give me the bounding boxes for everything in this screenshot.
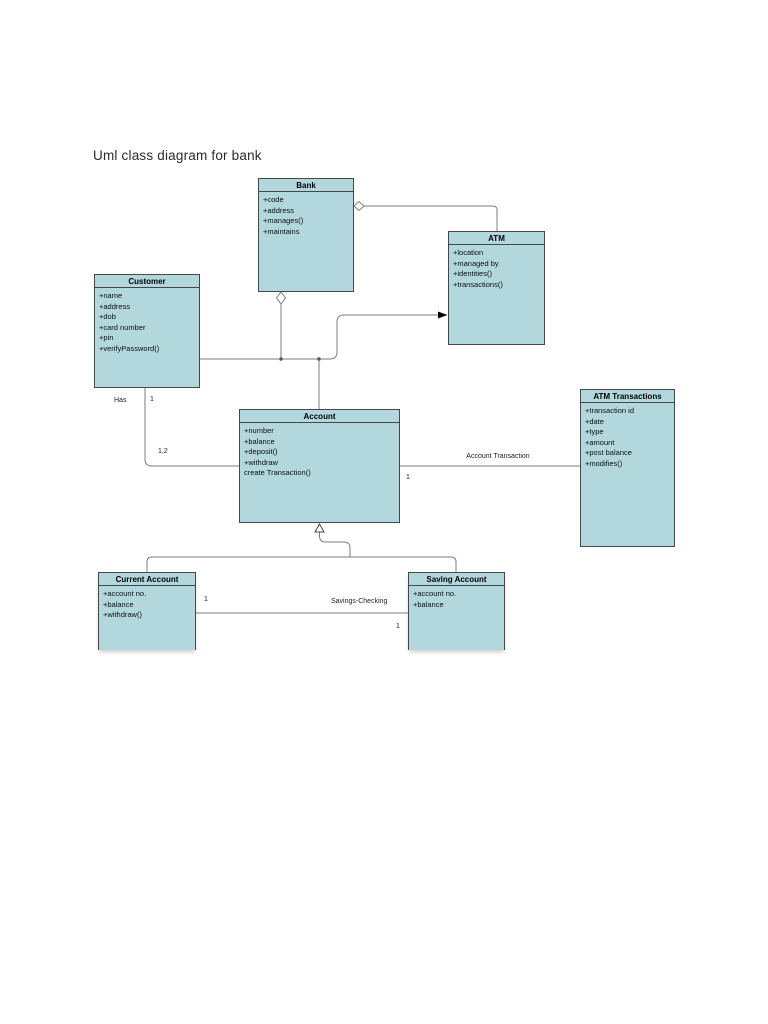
attribute: +type — [585, 427, 604, 437]
class-box-current-account: Current Account +account no. +balance +w… — [98, 572, 196, 650]
attribute: +transactions() — [453, 279, 503, 289]
attribute: +modifies() — [585, 458, 623, 468]
attribute: +number — [244, 426, 274, 435]
attribute: +dob — [99, 312, 116, 322]
attribute: +withdraw — [244, 457, 278, 467]
class-attributes: +number +balance +deposit() +withdraw cr… — [240, 423, 399, 479]
class-title: Account — [240, 410, 399, 423]
attribute: +account no. — [413, 589, 457, 598]
attribute: +transaction id — [585, 406, 634, 415]
junction-dot — [279, 357, 283, 361]
attribute: +balance — [413, 599, 444, 609]
attribute: +name — [99, 291, 123, 300]
attribute: +deposit() — [244, 447, 278, 457]
class-box-saving-account: Saving Account +account no. +balance — [408, 572, 505, 650]
attribute: +pin — [99, 333, 114, 343]
class-attributes: +code +address +manages() +maintains — [259, 192, 353, 237]
attribute: +post balance — [585, 448, 632, 458]
edge-bank-atm — [364, 205, 498, 231]
class-title: Customer — [95, 275, 199, 288]
attribute: +code — [263, 195, 284, 204]
attribute: +withdraw() — [103, 610, 142, 620]
attribute: +balance — [103, 599, 134, 609]
class-title: Saving Account — [409, 573, 504, 586]
edge-label-savings-checking: Savings-Checking — [331, 598, 388, 605]
attribute: +maintains — [263, 226, 300, 236]
attribute: +location — [453, 248, 484, 257]
attribute: +manages() — [263, 216, 304, 226]
edge-generalization-bus — [146, 556, 457, 572]
class-title: ATM — [449, 232, 544, 245]
aggregation-diamond-icon — [275, 291, 287, 305]
attribute: +card number — [99, 322, 146, 332]
attribute: +address — [99, 301, 131, 311]
attribute: +identities() — [453, 269, 492, 279]
attribute: +amount — [585, 437, 615, 447]
attribute: create Transaction() — [244, 468, 311, 478]
multiplicity-label: 1 — [204, 596, 208, 603]
junction-dot — [317, 357, 321, 361]
class-attributes: +transaction id +date +type +amount +pos… — [581, 403, 674, 470]
multiplicity-label: 1 — [396, 623, 400, 630]
attribute: +balance — [244, 436, 275, 446]
aggregation-diamond-icon — [353, 200, 365, 212]
page-title: Uml class diagram for bank — [93, 148, 262, 163]
attribute: +address — [263, 205, 295, 215]
multiplicity-label: 1 — [406, 474, 410, 481]
generalization-triangle-icon — [314, 522, 325, 533]
class-title: Current Account — [99, 573, 195, 586]
edge-customer-atm — [200, 314, 438, 360]
multiplicity-label: 1 — [150, 396, 154, 403]
class-box-bank: Bank +code +address +manages() +maintain… — [258, 178, 354, 292]
class-box-customer: Customer +name +address +dob +card numbe… — [94, 274, 200, 388]
edge-generalization-stem — [319, 532, 351, 557]
class-box-atm: ATM +location +managed by +identities() … — [448, 231, 545, 345]
class-title: ATM Transactions — [581, 390, 674, 403]
attribute: +verifyPassword() — [99, 343, 160, 353]
class-title: Bank — [259, 179, 353, 192]
edge-label-has: Has — [114, 397, 127, 404]
multiplicity-label: 1,2 — [158, 448, 168, 455]
attribute: +managed by — [453, 258, 499, 268]
edge-label-account-transaction: Account Transaction — [466, 453, 530, 460]
class-box-atm-transactions: ATM Transactions +transaction id +date +… — [580, 389, 675, 547]
attribute: +date — [585, 416, 604, 426]
class-attributes: +location +managed by +identities() +tra… — [449, 245, 544, 290]
class-attributes: +account no. +balance +withdraw() — [99, 586, 195, 621]
class-box-account: Account +number +balance +deposit() +wit… — [239, 409, 400, 523]
class-attributes: +name +address +dob +card number +pin +v… — [95, 288, 199, 355]
arrowhead-icon — [438, 311, 448, 319]
attribute: +account no. — [103, 589, 147, 598]
class-attributes: +account no. +balance — [409, 586, 504, 610]
